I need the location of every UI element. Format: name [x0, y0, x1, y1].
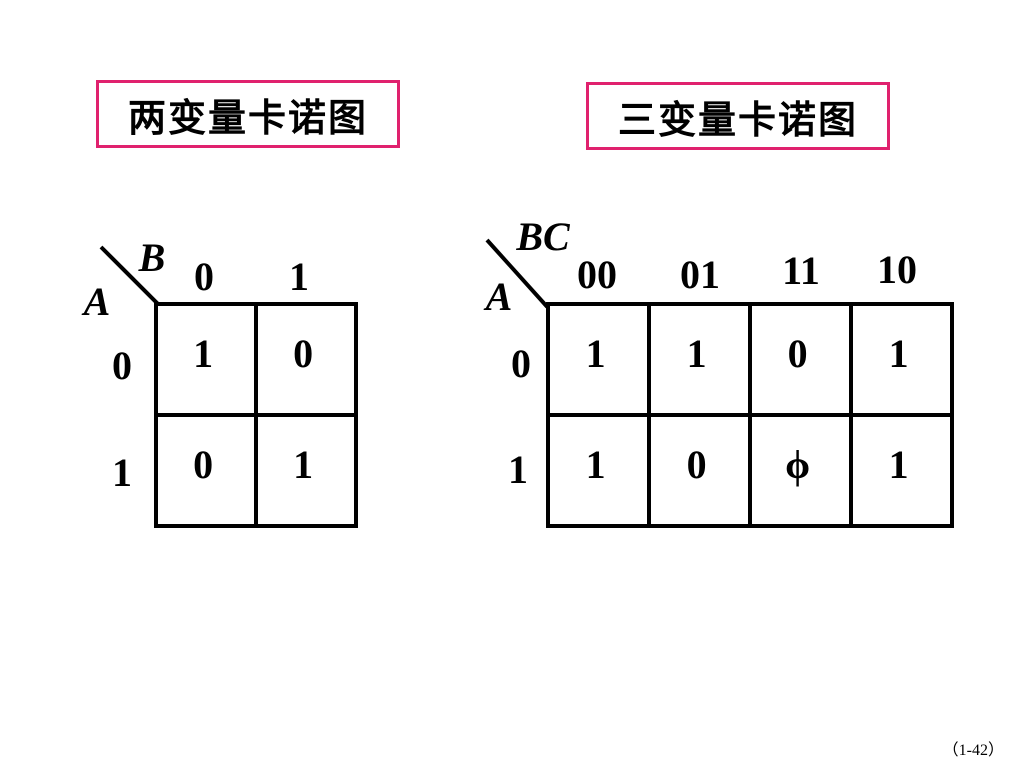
kmap-cell: 1: [853, 306, 954, 417]
cell-value: 0: [193, 442, 214, 488]
kmap-cell: 0: [651, 417, 752, 528]
three-variable-kmap-title: 三变量卡诺图: [586, 82, 890, 150]
two-variable-kmap-grid: 1 0 0 1: [154, 302, 358, 528]
right-col-label: 11: [782, 248, 820, 293]
cell-value-dont-care: ϕ: [785, 442, 811, 488]
page-number: （1-42）: [942, 742, 1004, 759]
cell-value: 1: [585, 331, 606, 377]
cell-value: 0: [686, 442, 707, 488]
right-row-variable: A: [485, 274, 513, 319]
kmap-cell: 0: [258, 306, 358, 417]
left-row-label: 1: [112, 450, 132, 495]
right-col-label: 00: [577, 252, 617, 297]
cell-value: 0: [787, 331, 808, 377]
left-row-variable: A: [83, 279, 111, 324]
kmap-cell: 0: [752, 306, 853, 417]
left-col-label: 1: [289, 254, 309, 299]
right-col-variable: BC: [516, 214, 570, 259]
right-col-label: 01: [680, 252, 720, 297]
cell-value: 1: [193, 331, 214, 377]
kmap-cell: 1: [853, 417, 954, 528]
kmap-cell: 0: [158, 417, 258, 528]
right-row-label: 0: [511, 341, 531, 386]
kmap-cell: 1: [258, 417, 358, 528]
left-col-label: 0: [194, 254, 214, 299]
cell-value: 1: [888, 442, 909, 488]
cell-value: 1: [585, 442, 606, 488]
right-col-label: 10: [877, 247, 917, 292]
kmap-cell: 1: [158, 306, 258, 417]
kmap-cell: 1: [550, 306, 651, 417]
kmap-cell: ϕ: [752, 417, 853, 528]
kmap-cell: 1: [651, 306, 752, 417]
cell-value: 1: [686, 331, 707, 377]
three-variable-kmap-grid: 1 1 0 1 1 0 ϕ 1: [546, 302, 954, 528]
kmap-cell: 1: [550, 417, 651, 528]
right-row-label: 1: [508, 447, 528, 492]
left-col-variable: B: [138, 235, 166, 280]
two-variable-kmap-title: 两变量卡诺图: [96, 80, 400, 148]
cell-value: 0: [293, 331, 314, 377]
left-row-label: 0: [112, 343, 132, 388]
cell-value: 1: [293, 442, 314, 488]
cell-value: 1: [888, 331, 909, 377]
